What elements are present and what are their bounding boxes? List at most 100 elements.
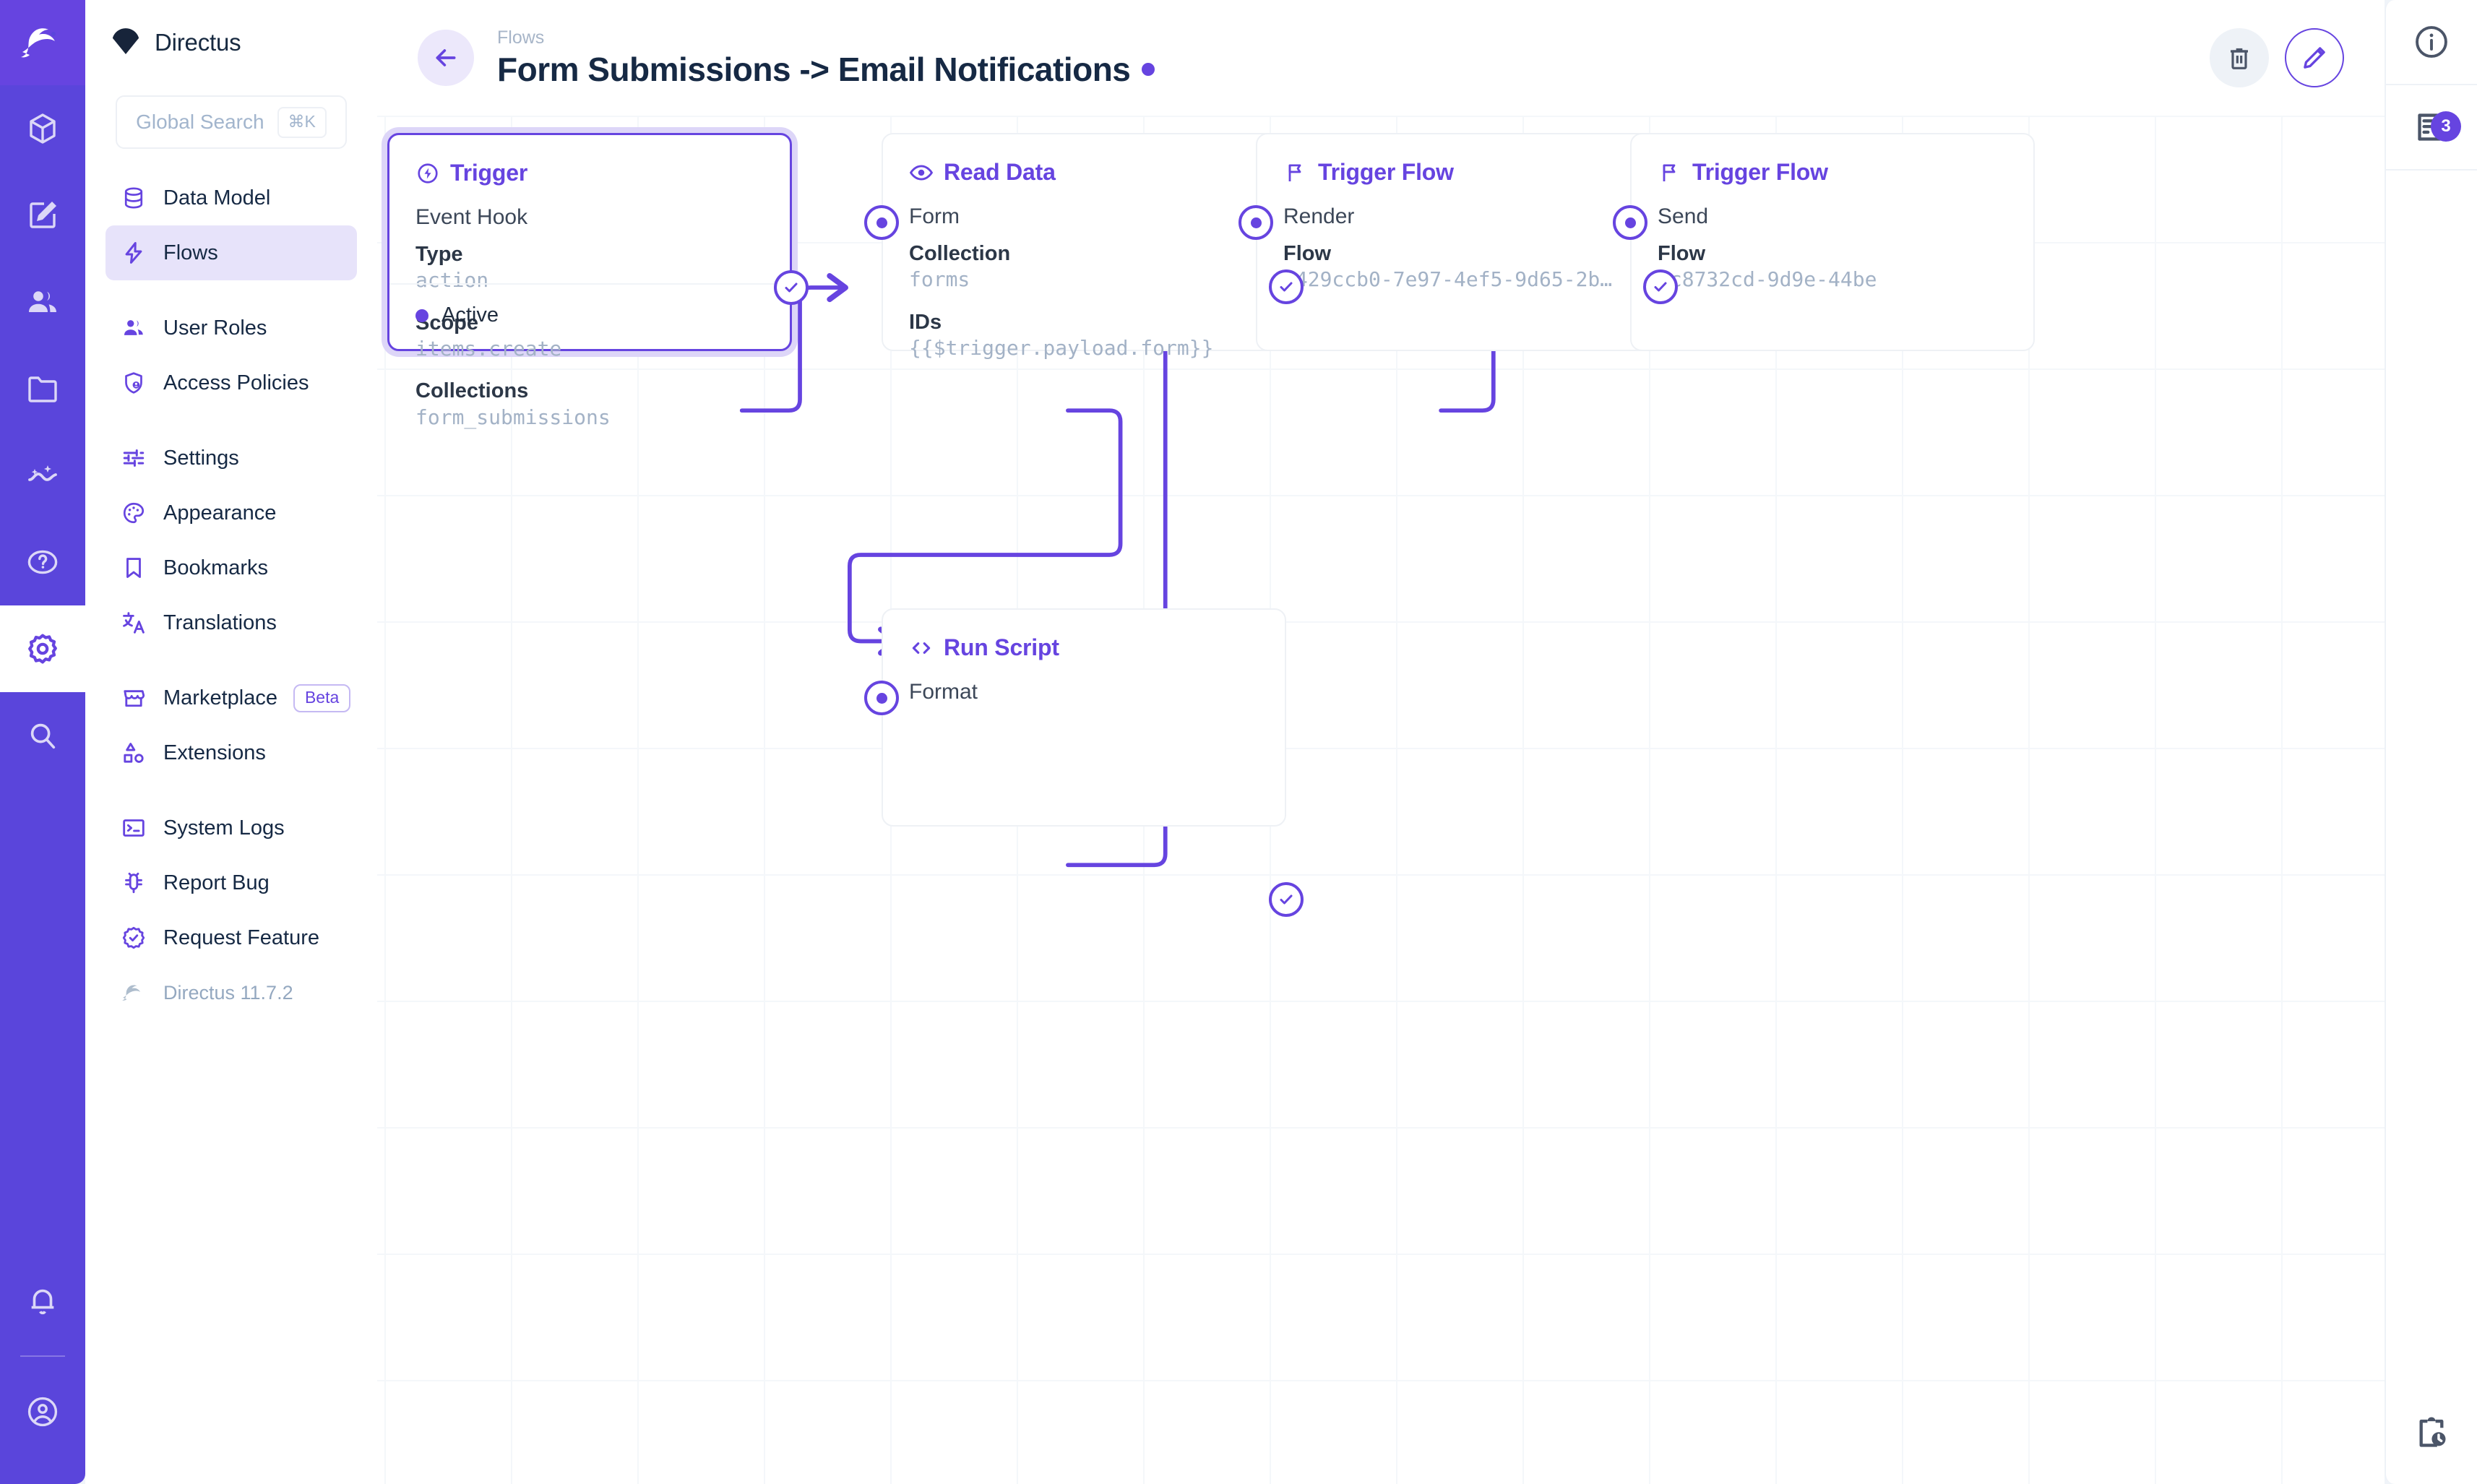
field-value: {{$trigger.payload.form}} [909, 335, 1214, 360]
flow-canvas[interactable]: Trigger Event Hook Type action Scope ite… [377, 116, 2385, 1484]
sidebar-item-label: System Logs [163, 816, 285, 840]
sidebar-item-appearance[interactable]: Appearance [105, 486, 357, 540]
content-cube-icon[interactable] [0, 85, 85, 172]
sliders-icon [120, 444, 147, 472]
activity-log-icon[interactable] [2386, 1383, 2477, 1484]
sidebar-item-label: Translations [163, 611, 277, 634]
node-input-port[interactable] [864, 205, 899, 240]
store-icon [120, 684, 147, 712]
breadcrumb[interactable]: Flows [497, 27, 545, 48]
terminal-icon [120, 814, 147, 842]
node-input-port[interactable] [1238, 205, 1273, 240]
bookmark-icon [120, 554, 147, 582]
flow-node-trigger-flow-render[interactable]: Trigger Flow Render Flow 5429ccb0-7e97-4… [1238, 133, 1678, 351]
sidebar-item-label: Bookmarks [163, 556, 269, 579]
node-input-port[interactable] [1613, 205, 1647, 240]
users-icon[interactable] [0, 259, 85, 345]
revisions-icon[interactable]: 3 [2386, 85, 2477, 171]
sidebar-item-flows[interactable]: Flows [105, 225, 357, 280]
node-field: Collection forms [909, 241, 1259, 293]
node-header: Trigger Flow [1658, 159, 2007, 186]
node-field: Flow 7c8732cd-9d9e-44be [1658, 241, 2007, 293]
flow-node-trigger-flow-send[interactable]: Trigger Flow Send Flow 7c8732cd-9d9e-44b… [1613, 133, 2035, 351]
flow-node-read-data[interactable]: Read Data Form Collection forms IDs {{$t… [864, 133, 1304, 360]
active-status-label: Active [441, 303, 499, 327]
node-output-port-resolve[interactable] [1643, 269, 1678, 304]
flow-node-trigger[interactable]: Trigger Event Hook Type action Scope ite… [387, 133, 809, 429]
field-value: 5429ccb0-7e97-4ef5-9d65-2b… [1283, 267, 1613, 292]
sidebar-item-request-feature[interactable]: Request Feature [105, 910, 357, 965]
sidebar-item-extensions[interactable]: Extensions [105, 725, 357, 780]
insights-icon[interactable] [0, 432, 85, 519]
node-output-port-resolve[interactable] [1269, 269, 1304, 304]
node-output-port-resolve[interactable] [774, 270, 809, 305]
node-name: Render [1283, 204, 1355, 228]
node-field: Flow 5429ccb0-7e97-4ef5-9d65-2b… [1283, 241, 1633, 293]
bug-icon [120, 869, 147, 897]
sidebar-item-translations[interactable]: Translations [105, 595, 357, 650]
settings-sidebar: Directus Global Search ⌘K Data Model Flo… [85, 0, 377, 1484]
sidebar-item-data-model[interactable]: Data Model [105, 171, 357, 225]
field-value: forms [909, 267, 970, 292]
version-label: Directus 11.7.2 [163, 981, 293, 1004]
search-icon[interactable] [0, 692, 85, 779]
flag-icon [1283, 160, 1308, 185]
node-output-port-resolve[interactable] [1269, 882, 1304, 917]
flow-node-run-script[interactable]: Run Script Format [864, 608, 1304, 917]
node-header: Run Script [909, 634, 1259, 661]
search-shortcut-key: ⌘K [277, 106, 327, 138]
node-type-label: Trigger [450, 160, 528, 186]
folder-icon[interactable] [0, 345, 85, 432]
sidebar-item-label: Extensions [163, 741, 266, 764]
search-input[interactable]: Global Search ⌘K [116, 95, 347, 149]
version-label-row: Directus 11.7.2 [105, 965, 357, 1020]
project-logo-icon [111, 28, 140, 57]
port-core [1250, 217, 1262, 228]
rail-divider [20, 1355, 65, 1357]
sidebar-item-report-bug[interactable]: Report Bug [105, 855, 357, 910]
node-header: Trigger Flow [1283, 159, 1633, 186]
node-type-label: Trigger Flow [1692, 159, 1828, 185]
rail-bottom-group [0, 1257, 85, 1484]
status-badge: Beta [293, 683, 351, 712]
brand-block: Directus [85, 0, 377, 85]
node-field: IDs {{$trigger.payload.form}} [909, 309, 1259, 362]
node-type-label: Read Data [944, 159, 1056, 185]
bolt-icon [120, 239, 147, 267]
field-key: Flow [1283, 242, 1332, 265]
help-icon[interactable] [0, 519, 85, 605]
edit-flow-button[interactable] [2285, 28, 2344, 87]
field-value: form_submissions [415, 405, 611, 429]
settings-nav: Data Model Flows User Roles Acc [85, 171, 377, 1020]
gear-icon[interactable] [0, 605, 85, 692]
delete-flow-button[interactable] [2210, 28, 2269, 87]
sidebar-item-settings[interactable]: Settings [105, 431, 357, 486]
node-input-port[interactable] [864, 681, 899, 715]
sidebar-item-bookmarks[interactable]: Bookmarks [105, 540, 357, 595]
node-name: Format [909, 680, 978, 704]
sidebar-item-marketplace[interactable]: Marketplace Beta [105, 670, 357, 725]
users-icon [120, 314, 147, 342]
field-key: IDs [909, 310, 942, 334]
directus-logo-icon[interactable] [0, 0, 85, 85]
nav-group-divider [105, 410, 357, 431]
node-name: Form [909, 204, 960, 228]
bell-icon[interactable] [0, 1257, 85, 1344]
avatar-icon[interactable] [0, 1368, 85, 1455]
active-status-dot [415, 309, 428, 322]
port-core [876, 217, 887, 228]
sidebar-item-label: Access Policies [163, 371, 309, 394]
page-title: Form Submissions -> Email Notifications [497, 50, 1131, 88]
status-dot [1142, 62, 1155, 76]
back-button[interactable] [418, 30, 474, 86]
node-footer: Active [389, 283, 790, 349]
sidebar-item-user-roles[interactable]: User Roles [105, 301, 357, 355]
sidebar-item-label: Request Feature [163, 926, 320, 949]
field-key: Collection [909, 242, 1011, 265]
sidebar-item-access-policies[interactable]: Access Policies [105, 355, 357, 410]
info-icon[interactable] [2386, 0, 2477, 85]
main-area: Flows Form Submissions -> Email Notifica… [377, 0, 2385, 1484]
shield-user-icon [120, 369, 147, 397]
sidebar-item-system-logs[interactable]: System Logs [105, 801, 357, 855]
edit-icon[interactable] [0, 172, 85, 259]
